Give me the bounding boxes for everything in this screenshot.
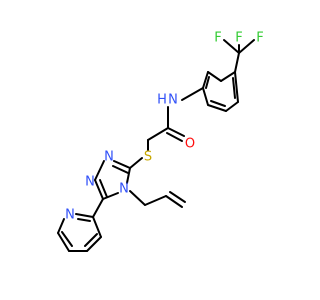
atom-label-triazole-n2: N bbox=[85, 175, 95, 190]
bond-tri4 bbox=[102, 192, 119, 200]
bond-ar4 bbox=[202, 87, 209, 106]
bond-co-2 bbox=[166, 132, 183, 142]
atom-label-thioether-s: S bbox=[144, 150, 152, 165]
bond-tri3 bbox=[94, 179, 104, 200]
bond-tri1-double bbox=[112, 165, 129, 174]
bond-ring-nh bbox=[181, 87, 204, 101]
bond-pyr4 bbox=[57, 232, 70, 252]
bonds bbox=[57, 39, 255, 252]
bond-allyl-3-double bbox=[169, 191, 186, 203]
bond-ar5 bbox=[207, 104, 227, 112]
atom-label-amide-n: N bbox=[168, 93, 178, 108]
bond-ar-double-c bbox=[232, 77, 236, 99]
bond-pyr6-double bbox=[77, 218, 91, 222]
molecule-structure: F F F N H O S N N N N bbox=[57, 31, 264, 252]
atom-label-f-right: F bbox=[256, 31, 263, 46]
atom-labels: F F F N H O S N N N N bbox=[65, 31, 264, 223]
bond-tri3-double bbox=[99, 179, 108, 198]
bond-ar2 bbox=[207, 71, 222, 82]
bond-pyr4-double bbox=[61, 231, 73, 247]
atom-label-carbonyl-o: O bbox=[185, 137, 195, 152]
bond-pyr5 bbox=[57, 218, 65, 234]
bond-ar1 bbox=[220, 71, 236, 82]
bond-cf3-ring bbox=[234, 52, 240, 73]
bond-pyr2 bbox=[86, 236, 102, 252]
bond-co-1 bbox=[167, 127, 185, 137]
bond-cf3-f-left bbox=[223, 39, 240, 54]
bond-pyr2-double bbox=[84, 233, 98, 247]
atom-label-triazole-n4: N bbox=[119, 182, 129, 197]
bond-ar-double-b bbox=[205, 76, 210, 89]
atom-label-pyridine-n: N bbox=[65, 208, 75, 223]
bond-allyl-2 bbox=[144, 195, 167, 206]
bond-allyl-3 bbox=[165, 195, 183, 208]
bond-ar3 bbox=[202, 71, 209, 89]
bond-ar6 bbox=[225, 101, 239, 112]
bond-tri2 bbox=[94, 160, 105, 181]
atom-label-f-top: F bbox=[235, 31, 242, 46]
bond-allyl-1 bbox=[129, 190, 146, 206]
atom-label-amide-h: H bbox=[157, 93, 167, 108]
bond-ar7 bbox=[234, 71, 239, 103]
atom-label-triazole-n1: N bbox=[104, 150, 114, 165]
bond-s-triazole bbox=[129, 157, 143, 169]
bond-tri1 bbox=[113, 160, 131, 169]
bond-ar-double-a bbox=[210, 100, 226, 107]
bond-pyr1 bbox=[92, 216, 102, 238]
bond-c-ch2 bbox=[147, 127, 169, 141]
bond-tri5 bbox=[126, 167, 131, 184]
bond-tri-pyr bbox=[92, 198, 104, 218]
bond-pyr6 bbox=[75, 213, 94, 218]
atom-label-f-left: F bbox=[214, 31, 221, 46]
bond-cf3-f-right bbox=[238, 39, 255, 54]
